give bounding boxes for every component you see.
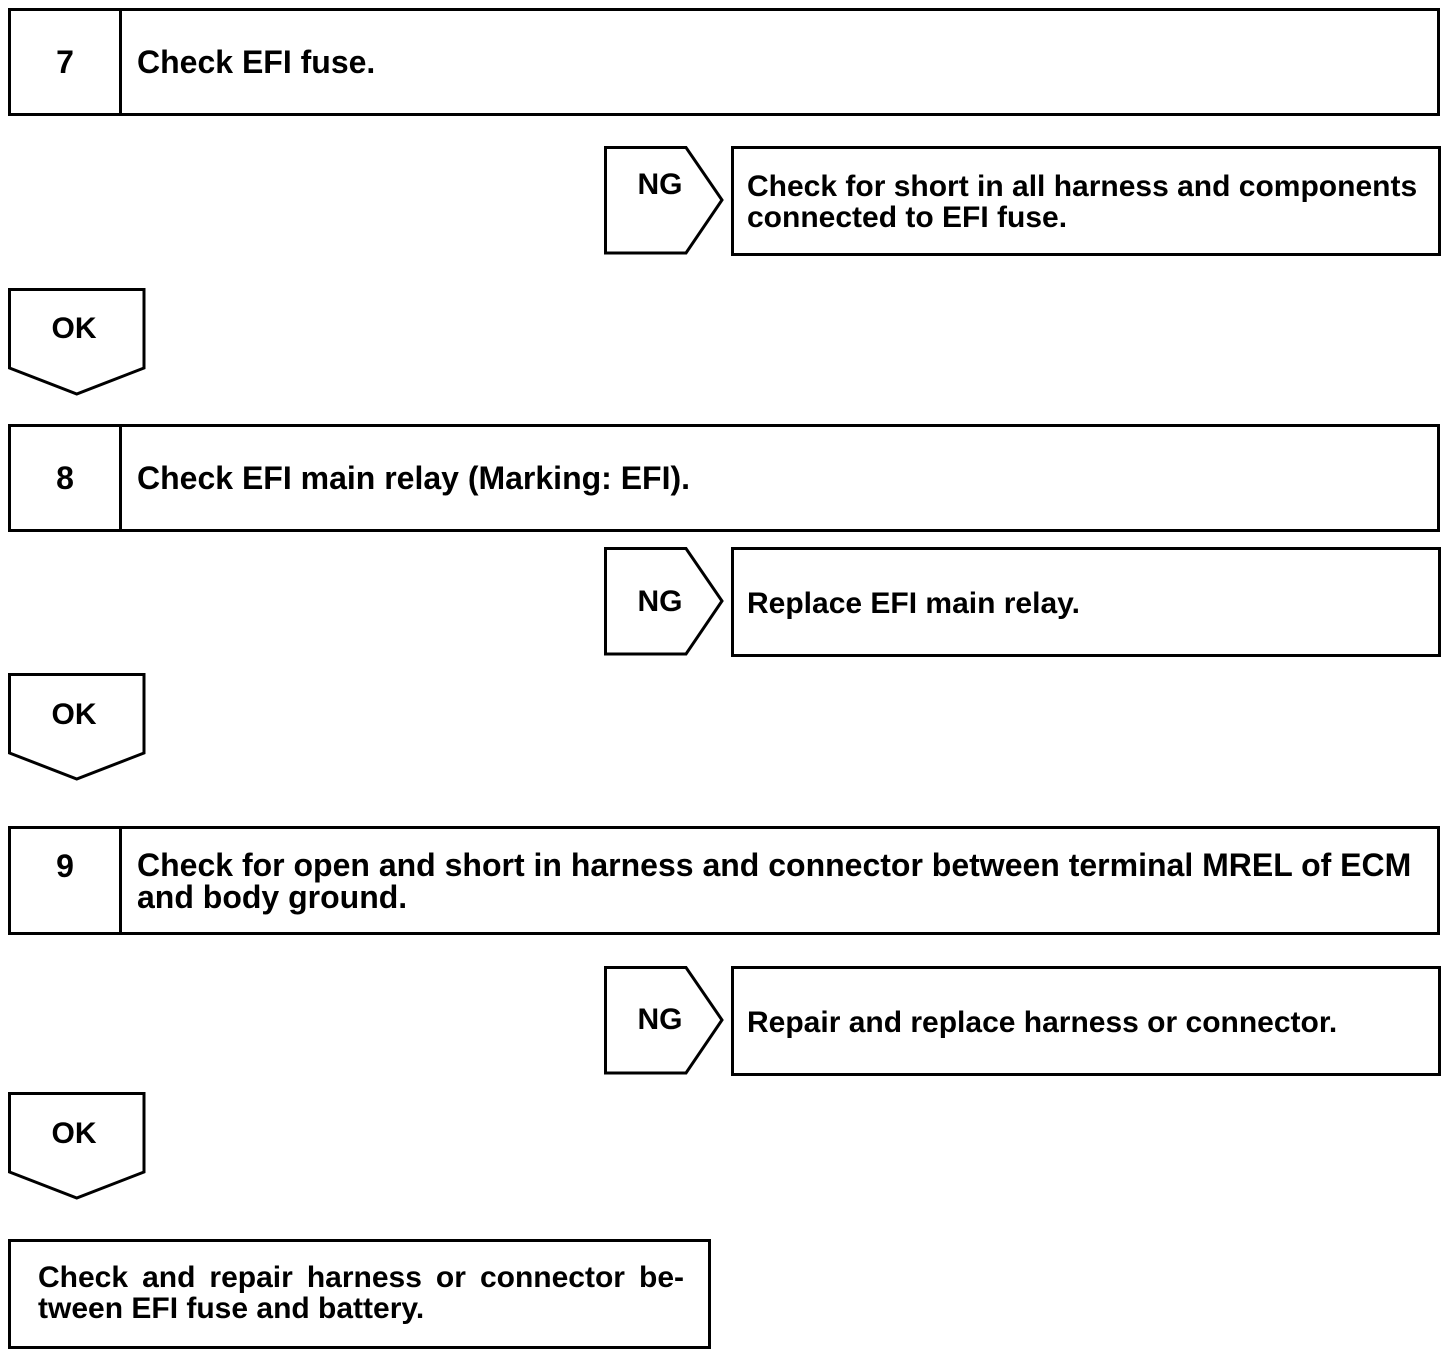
step-8-ok-arrow bbox=[8, 673, 146, 781]
step-7-ok-label: OK bbox=[51, 312, 97, 345]
step-8-ng-action: Replace EFI main relay. bbox=[747, 587, 1080, 620]
step-8-ng-arrow bbox=[604, 547, 724, 656]
final-action-line-1: Check and repair harness or connector be… bbox=[38, 1261, 684, 1294]
final-action-text: Check and repair harness or connector be… bbox=[38, 1262, 684, 1324]
final-action-line-2: tween EFI fuse and battery. bbox=[38, 1292, 425, 1325]
step-9-text: Check for open and short in harness and … bbox=[137, 847, 1412, 915]
step-7-ng-action: Check for short in all harness and compo… bbox=[747, 170, 1418, 234]
step-7-ok-arrow bbox=[8, 288, 146, 396]
step-8-text: Check EFI main relay (Marking: EFI). bbox=[137, 460, 691, 496]
step-7-ng-action-box: Check for short in all harness and compo… bbox=[731, 146, 1441, 256]
step-8-ng-action-box: Replace EFI main relay. bbox=[731, 547, 1441, 657]
step-9-box: 9 Check for open and short in harness an… bbox=[8, 826, 1440, 935]
step-9-number: 9 bbox=[11, 829, 122, 932]
step-8-ok-label: OK bbox=[51, 698, 97, 731]
step-8-ng-label: NG bbox=[637, 585, 683, 618]
step-7-ng-arrow bbox=[604, 146, 724, 255]
step-7-number: 7 bbox=[11, 11, 122, 113]
step-9-ok-arrow bbox=[8, 1092, 146, 1200]
final-action-box: Check and repair harness or connector be… bbox=[8, 1239, 711, 1349]
step-9-ok-label: OK bbox=[51, 1117, 97, 1150]
step-9-ng-arrow bbox=[604, 966, 724, 1075]
step-9-ng-label: NG bbox=[637, 1003, 683, 1036]
step-9-ng-action: Repair and replace harness or connector. bbox=[747, 1006, 1338, 1039]
step-8-number: 8 bbox=[11, 427, 122, 529]
step-8-box: 8 Check EFI main relay (Marking: EFI). bbox=[8, 424, 1440, 532]
step-7-ng-label: NG bbox=[637, 168, 683, 201]
step-9-ng-action-box: Repair and replace harness or connector. bbox=[731, 966, 1441, 1076]
step-7-text: Check EFI fuse. bbox=[137, 44, 376, 80]
step-7-box: 7 Check EFI fuse. bbox=[8, 8, 1440, 116]
